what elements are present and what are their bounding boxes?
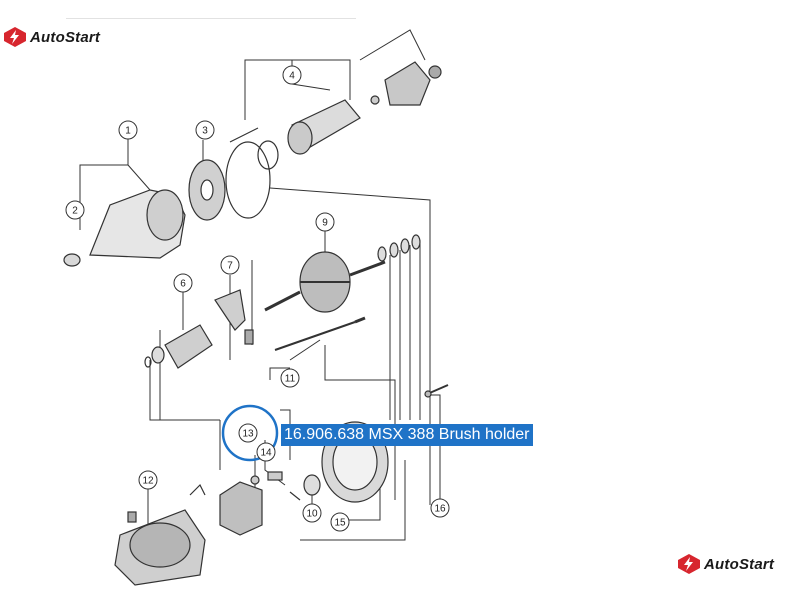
callout-16[interactable]: 16 <box>430 498 450 518</box>
callout-number: 11 <box>285 374 296 385</box>
callout-14[interactable]: 14 <box>256 442 276 462</box>
callout-4[interactable]: 4 <box>282 65 302 85</box>
callout-number: 1 <box>125 126 131 137</box>
autostart-logo-icon <box>4 27 26 47</box>
callout-number: 2 <box>72 206 78 217</box>
top-divider <box>66 18 356 19</box>
callout-12[interactable]: 12 <box>138 470 158 490</box>
callout-3[interactable]: 3 <box>195 120 215 140</box>
leader-line <box>79 138 129 230</box>
callout-number: 3 <box>202 126 208 137</box>
callout-1[interactable]: 1 <box>118 120 138 140</box>
callout-9[interactable]: 9 <box>315 212 335 232</box>
callout-11[interactable]: 11 <box>280 368 300 388</box>
autostart-logo-icon <box>678 554 700 574</box>
part-selection-tooltip[interactable]: 16.906.638 MSX 388 Brush holder <box>281 424 533 446</box>
callout-13[interactable]: 13 <box>238 423 258 443</box>
brand-name: AutoStart <box>30 28 101 46</box>
brand-logo-bottom: AutoStart <box>678 554 774 574</box>
bushing <box>63 253 81 267</box>
brand-logo-top: AutoStart <box>4 27 100 47</box>
callout-number: 4 <box>289 71 295 82</box>
drive-pinion <box>164 324 213 369</box>
brand-name: AutoStart <box>704 555 775 573</box>
callout-10[interactable]: 10 <box>302 503 322 523</box>
callout-number: 9 <box>322 218 328 229</box>
selection-ring <box>221 404 279 462</box>
callout-number: 6 <box>180 279 186 290</box>
callout-number: 14 <box>260 448 272 459</box>
brush-holder <box>219 481 263 536</box>
solenoid-cover <box>384 61 431 106</box>
callout-number: 7 <box>227 261 233 272</box>
callout-number: 15 <box>334 518 346 529</box>
shift-fork <box>214 289 246 331</box>
callout-number: 13 <box>242 429 254 440</box>
callout-number: 16 <box>434 504 446 515</box>
callout-7[interactable]: 7 <box>220 255 240 275</box>
callout-2[interactable]: 2 <box>65 200 85 220</box>
callout-15[interactable]: 15 <box>330 512 350 532</box>
part-illustrations <box>63 61 449 586</box>
callout-6[interactable]: 6 <box>173 273 193 293</box>
callout-number: 12 <box>142 476 154 487</box>
callout-number: 10 <box>306 509 318 520</box>
